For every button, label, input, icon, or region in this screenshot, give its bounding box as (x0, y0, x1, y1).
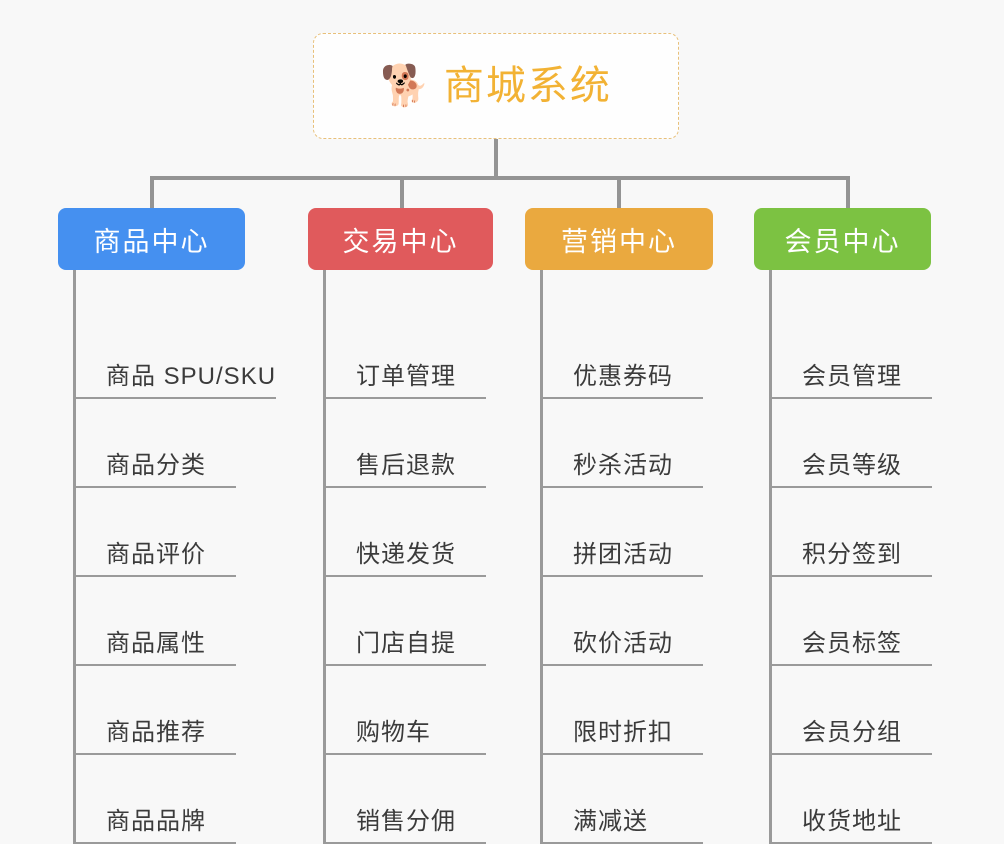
list-item[interactable]: 优惠券码 (543, 270, 703, 399)
list-item[interactable]: 收货地址 (772, 755, 932, 844)
list-item[interactable]: 商品评价 (76, 488, 236, 577)
list-item[interactable]: 商品属性 (76, 577, 236, 666)
list-item[interactable]: 门店自提 (326, 577, 486, 666)
list-item[interactable]: 会员等级 (772, 399, 932, 488)
list-item[interactable]: 订单管理 (326, 270, 486, 399)
category-column-member: 会员中心 会员管理 会员等级 积分签到 会员标签 会员分组 收货地址 (754, 208, 932, 844)
list-item[interactable]: 秒杀活动 (543, 399, 703, 488)
category-item-list-marketing: 优惠券码 秒杀活动 拼团活动 砍价活动 限时折扣 满减送 (540, 270, 713, 844)
root-node[interactable]: 🐕 商城系统 (313, 33, 679, 139)
list-item[interactable]: 购物车 (326, 666, 486, 755)
list-item[interactable]: 商品推荐 (76, 666, 236, 755)
category-item-list-product: 商品 SPU/SKU 商品分类 商品评价 商品属性 商品推荐 商品品牌 (73, 270, 277, 844)
connector-drop-4 (846, 176, 850, 210)
list-item[interactable]: 满减送 (543, 755, 703, 844)
connector-bar (150, 176, 850, 180)
connector-drop-2 (400, 176, 404, 210)
list-item[interactable]: 砍价活动 (543, 577, 703, 666)
list-item[interactable]: 商品 SPU/SKU (76, 270, 277, 399)
list-item[interactable]: 积分签到 (772, 488, 932, 577)
list-item[interactable]: 会员标签 (772, 577, 932, 666)
shiba-dog-face-icon: 🐕 (380, 64, 430, 108)
list-item[interactable]: 限时折扣 (543, 666, 703, 755)
category-header-product[interactable]: 商品中心 (58, 208, 245, 270)
category-column-marketing: 营销中心 优惠券码 秒杀活动 拼团活动 砍价活动 限时折扣 满减送 (525, 208, 713, 844)
list-item[interactable]: 拼团活动 (543, 488, 703, 577)
list-item[interactable]: 快递发货 (326, 488, 486, 577)
category-header-trade[interactable]: 交易中心 (308, 208, 493, 270)
list-item[interactable]: 销售分佣 (326, 755, 486, 844)
connector-stem (494, 139, 498, 179)
category-item-list-trade: 订单管理 售后退款 快递发货 门店自提 购物车 销售分佣 (323, 270, 493, 844)
list-item[interactable]: 会员分组 (772, 666, 932, 755)
list-item[interactable]: 会员管理 (772, 270, 932, 399)
list-item[interactable]: 商品品牌 (76, 755, 236, 844)
connector-drop-1 (150, 176, 154, 210)
category-header-member[interactable]: 会员中心 (754, 208, 931, 270)
category-item-list-member: 会员管理 会员等级 积分签到 会员标签 会员分组 收货地址 (769, 270, 932, 844)
category-column-product: 商品中心 商品 SPU/SKU 商品分类 商品评价 商品属性 商品推荐 商品品牌 (58, 208, 277, 844)
list-item[interactable]: 售后退款 (326, 399, 486, 488)
connector-drop-3 (617, 176, 621, 210)
category-header-marketing[interactable]: 营销中心 (525, 208, 713, 270)
root-node-title: 商城系统 (443, 64, 612, 108)
list-item[interactable]: 商品分类 (76, 399, 236, 488)
category-column-trade: 交易中心 订单管理 售后退款 快递发货 门店自提 购物车 销售分佣 (308, 208, 493, 844)
